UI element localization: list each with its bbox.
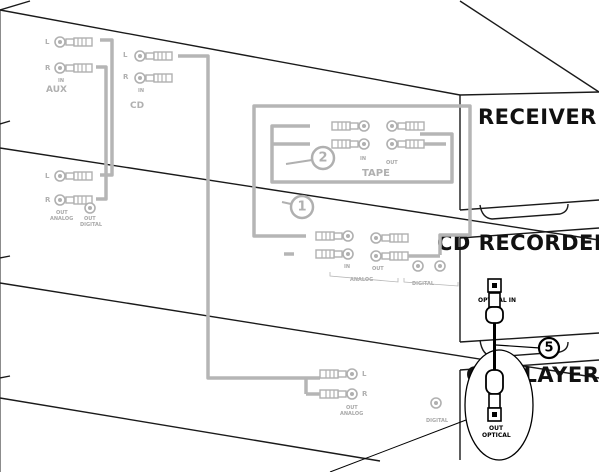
tape-label: TAPE — [362, 168, 390, 179]
cd-left-plug — [145, 51, 173, 61]
rec-out-right-label: R — [45, 196, 51, 204]
player-out-jack-left — [346, 368, 358, 380]
rec-digital-label-2: DIGITAL — [412, 281, 435, 287]
tape-out-plug-bottom — [397, 139, 425, 149]
player-right-label: R — [362, 390, 368, 398]
rec-out-left-jack — [54, 170, 66, 182]
rec-digital-jack-1 — [412, 260, 424, 272]
rec-out-jack-top — [370, 232, 382, 244]
step-2-leader — [285, 159, 313, 165]
step-1-marker: 1 — [289, 194, 315, 220]
optical-cable: OPTICAL IN OUT OPTICAL — [329, 278, 534, 472]
cd-left-jack — [134, 50, 146, 62]
cd-right-label: R — [123, 73, 129, 81]
rec-out-jack-bottom — [370, 250, 382, 262]
player-out-plug-left — [319, 369, 347, 379]
tape-in-jack-top — [358, 120, 370, 132]
step-1-label: 1 — [297, 200, 306, 215]
cd-right-plug — [145, 73, 173, 83]
step-2-marker: 2 — [310, 145, 336, 171]
aux-left-label: L — [45, 38, 50, 46]
player-out-label: OUT — [346, 405, 358, 411]
rec-out-left-plug — [65, 171, 93, 181]
optical-out-label-top: OUT — [489, 425, 504, 432]
cd-right-jack — [134, 72, 146, 84]
recorder-analog-out-left: L R OUT ANALOG OUT DIGITAL — [45, 170, 103, 228]
cd-in-label: IN — [138, 88, 144, 94]
rec-digital-jack-2 — [434, 260, 446, 272]
rec-in-jack-bottom — [342, 248, 354, 260]
rec-out-label: OUT — [372, 266, 384, 272]
player-out-plug-right — [319, 389, 347, 399]
player-digital-jack — [430, 397, 442, 409]
rec-analog-label-2: ANALOG — [350, 277, 373, 283]
player-left-label: L — [362, 370, 367, 378]
tape-in-plug-bottom — [331, 139, 359, 149]
aux-right-label: R — [45, 64, 51, 72]
player-digital-label: DIGITAL — [426, 418, 449, 424]
aux-label: AUX — [46, 85, 67, 95]
aux-left-plug — [65, 37, 93, 47]
player-analog-label: ANALOG — [340, 411, 363, 417]
tape-out-plug-top — [397, 121, 425, 131]
tape-out-jack-bottom — [386, 138, 398, 150]
tape-out-jack-top — [386, 120, 398, 132]
rec-digital-out-jack — [84, 202, 96, 214]
recorder-analog-panel: IN OUT ANALOG DIGITAL — [284, 230, 459, 287]
rec-analog-out-label: OUT — [56, 210, 68, 216]
cd-label: CD — [130, 101, 144, 111]
receiver-aux-cd-panel: L R IN AUX L R IN CD — [45, 36, 173, 111]
rec-in-plug-top — [315, 231, 343, 241]
step-5-label: 5 — [544, 341, 553, 356]
rec-out-right-jack — [54, 194, 66, 206]
rec-out-left-label: L — [45, 172, 50, 180]
rec-in-plug-bottom — [315, 249, 343, 259]
rec-in-label: IN — [344, 264, 350, 270]
player-analog-panel: L R OUT ANALOG DIGITAL — [304, 368, 449, 424]
tape-panel: IN OUT TAPE — [272, 120, 446, 179]
analog-cables — [96, 38, 472, 380]
tape-in-label: IN — [360, 156, 366, 162]
tape-in-jack-bottom — [358, 138, 370, 150]
aux-right-plug — [65, 63, 93, 73]
tape-in-plug-top — [331, 121, 359, 131]
rec-digital-label: DIGITAL — [80, 222, 103, 228]
optical-out-label-bottom: OPTICAL — [482, 432, 511, 439]
step-2-label: 2 — [318, 151, 327, 166]
tape-out-label: OUT — [386, 160, 398, 166]
rec-out-plug-bottom — [381, 251, 409, 261]
player-out-jack-right — [346, 388, 358, 400]
aux-left-jack — [54, 36, 66, 48]
rec-digital-out-label: OUT — [84, 216, 96, 222]
cd-left-label: L — [123, 51, 128, 59]
rec-out-plug-top — [381, 233, 409, 243]
rec-in-jack-top — [342, 230, 354, 242]
rec-analog-label: ANALOG — [50, 216, 73, 222]
aux-in-label: IN — [58, 78, 64, 84]
receiver-label: RECEIVER — [478, 105, 597, 129]
step-5-marker: 5 — [495, 336, 561, 360]
step-1-leader — [281, 201, 292, 205]
aux-right-jack — [54, 62, 66, 74]
